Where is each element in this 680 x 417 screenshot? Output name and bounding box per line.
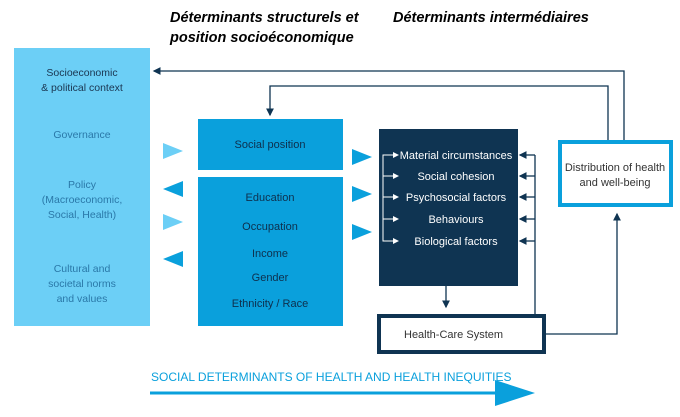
social-position-box (198, 119, 343, 170)
banner-label: SOCIAL DETERMINANTS OF HEALTH AND HEALTH… (151, 370, 512, 384)
stratifier-item: Occupation (242, 221, 298, 233)
banner-arrow-icon (495, 380, 535, 406)
policy-label-2: (Macroeconomic, (42, 194, 123, 206)
stratifier-item: Income (252, 248, 288, 260)
context-title-2: & political context (41, 82, 123, 94)
intermediary-item: Social cohesion (417, 171, 494, 183)
health-care-box (377, 314, 546, 354)
context-box (14, 48, 150, 326)
stratifier-item: Ethnicity / Race (232, 298, 308, 310)
arrow-right-icon (352, 186, 372, 202)
arrow-left-icon (163, 251, 183, 267)
cultural-label-1: Cultural and (54, 263, 111, 275)
intermediary-item: Behaviours (428, 214, 484, 226)
intermediary-item: Biological factors (414, 236, 498, 248)
cultural-label-3: and values (57, 293, 108, 305)
cultural-label-2: societal norms (48, 278, 116, 290)
health-care-label: Health-Care System (404, 329, 503, 341)
connector-arrows (152, 67, 625, 335)
governance-label: Governance (53, 129, 110, 141)
header-structural-line1: Déterminants structurels et (170, 10, 360, 26)
arrow-right-light-icon (163, 214, 183, 230)
arrow-right-light-icon (163, 143, 183, 159)
stratifiers-box (198, 177, 343, 326)
distribution-label-2: and well-being (580, 177, 651, 189)
bracket-arrows (383, 152, 399, 244)
intermediary-item: Material circumstances (400, 150, 513, 162)
social-position-label: Social position (235, 139, 306, 151)
context-title-1: Socioeconomic (46, 67, 117, 79)
intermediary-box (379, 129, 518, 286)
stratifier-item: Gender (252, 272, 289, 284)
arrow-left-icon (163, 181, 183, 197)
header-structural-line2: position socioéconomique (169, 30, 354, 46)
arrow-right-icon (352, 224, 372, 240)
arrow-right-icon (352, 149, 372, 165)
policy-label-1: Policy (68, 179, 97, 191)
policy-label-3: Social, Health) (48, 209, 116, 221)
distribution-box (558, 140, 673, 207)
stratifier-item: Education (246, 192, 295, 204)
distribution-label-1: Distribution of health (565, 162, 665, 174)
intermediary-item: Psychosocial factors (406, 192, 507, 204)
header-intermediate: Déterminants intermédiaires (393, 10, 589, 26)
